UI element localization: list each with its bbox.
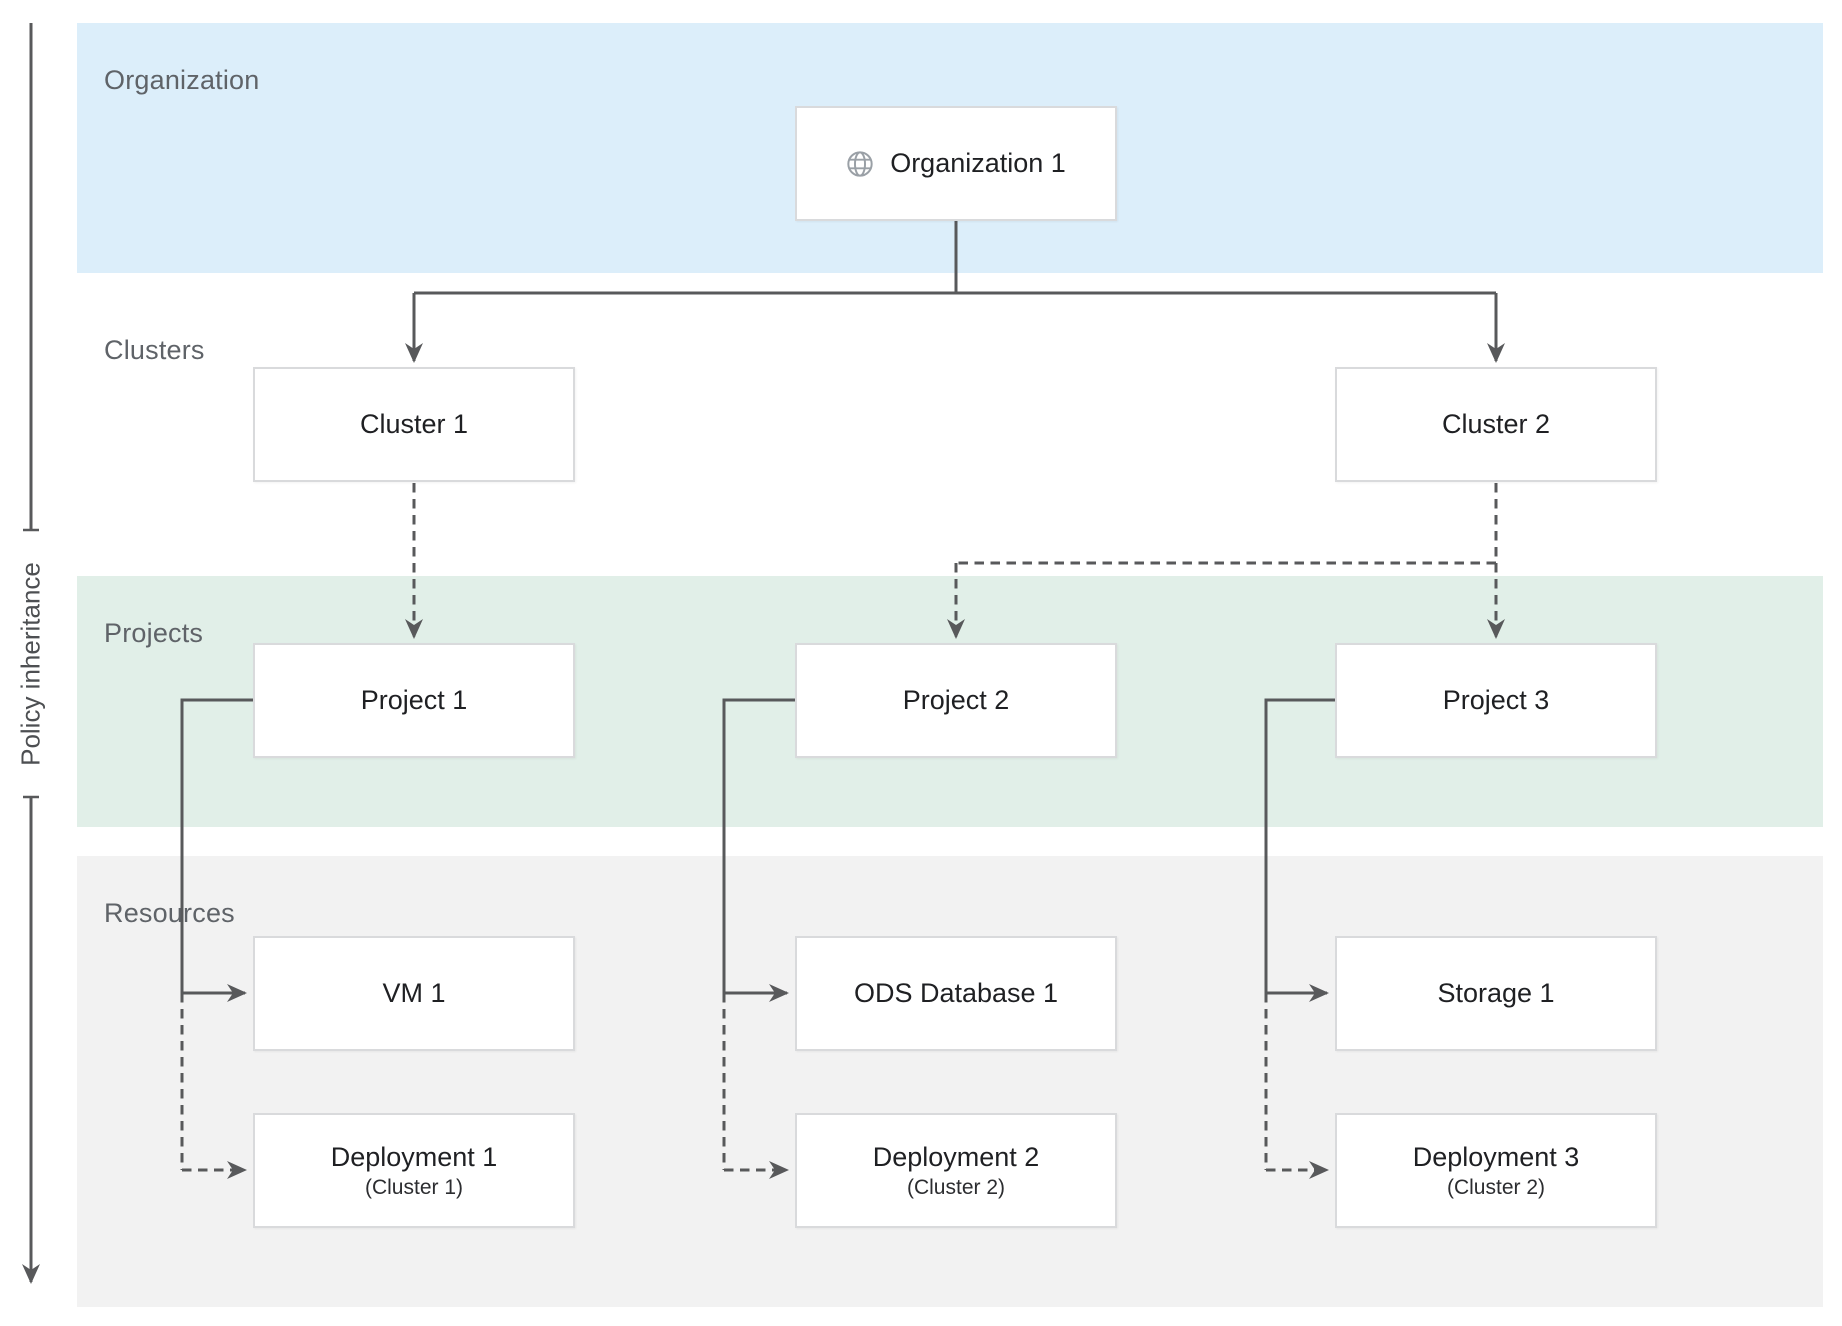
node-deployment-3: Deployment 3 (Cluster 2) <box>1335 1113 1657 1228</box>
node-sublabel: (Cluster 2) <box>906 1176 1006 1200</box>
node-vm-1: VM 1 <box>253 936 575 1051</box>
node-deployment-1: Deployment 1 (Cluster 1) <box>253 1113 575 1228</box>
policy-inheritance-label: Policy inheritance <box>15 562 46 766</box>
node-label: Project 2 <box>902 685 1010 715</box>
node-cluster-1: Cluster 1 <box>253 367 575 482</box>
node-label: Deployment 1 <box>330 1141 498 1172</box>
node-label: Deployment 3 <box>1412 1141 1580 1172</box>
node-label: Storage 1 <box>1437 978 1555 1008</box>
node-ods-database-1: ODS Database 1 <box>795 936 1117 1051</box>
project2-to-resources-connector <box>722 698 795 1179</box>
node-label: VM 1 <box>382 978 446 1008</box>
resources-band-label: Resources <box>104 898 235 928</box>
projects-band-label: Projects <box>104 618 204 648</box>
node-project-3: Project 3 <box>1335 643 1657 758</box>
policy-inheritance-axis <box>22 23 40 1284</box>
node-deployment-2: Deployment 2 (Cluster 2) <box>795 1113 1117 1228</box>
node-cluster-2: Cluster 2 <box>1335 367 1657 482</box>
node-project-1: Project 1 <box>253 643 575 758</box>
organization-band-label: Organization <box>104 65 260 95</box>
resources-band <box>77 856 1823 1307</box>
org-to-clusters-connector <box>405 221 1505 363</box>
node-sublabel: (Cluster 1) <box>364 1176 464 1200</box>
node-label: Cluster 2 <box>1441 409 1551 439</box>
node-sublabel: (Cluster 2) <box>1446 1176 1546 1200</box>
globe-icon <box>846 150 874 178</box>
clusters-band-label: Clusters <box>104 335 205 365</box>
project1-to-resources-connector <box>180 698 253 1179</box>
node-label: Cluster 1 <box>359 409 469 439</box>
node-label: Organization 1 <box>890 148 1066 178</box>
node-organization-1: Organization 1 <box>795 106 1117 221</box>
node-label: Project 3 <box>1442 685 1550 715</box>
node-project-2: Project 2 <box>795 643 1117 758</box>
project3-to-resources-connector <box>1264 698 1335 1179</box>
node-label: Deployment 2 <box>872 1141 1040 1172</box>
node-storage-1: Storage 1 <box>1335 936 1657 1051</box>
node-label: Project 1 <box>360 685 468 715</box>
cluster2-to-projects-connector <box>947 483 1505 639</box>
node-label: ODS Database 1 <box>853 978 1059 1008</box>
